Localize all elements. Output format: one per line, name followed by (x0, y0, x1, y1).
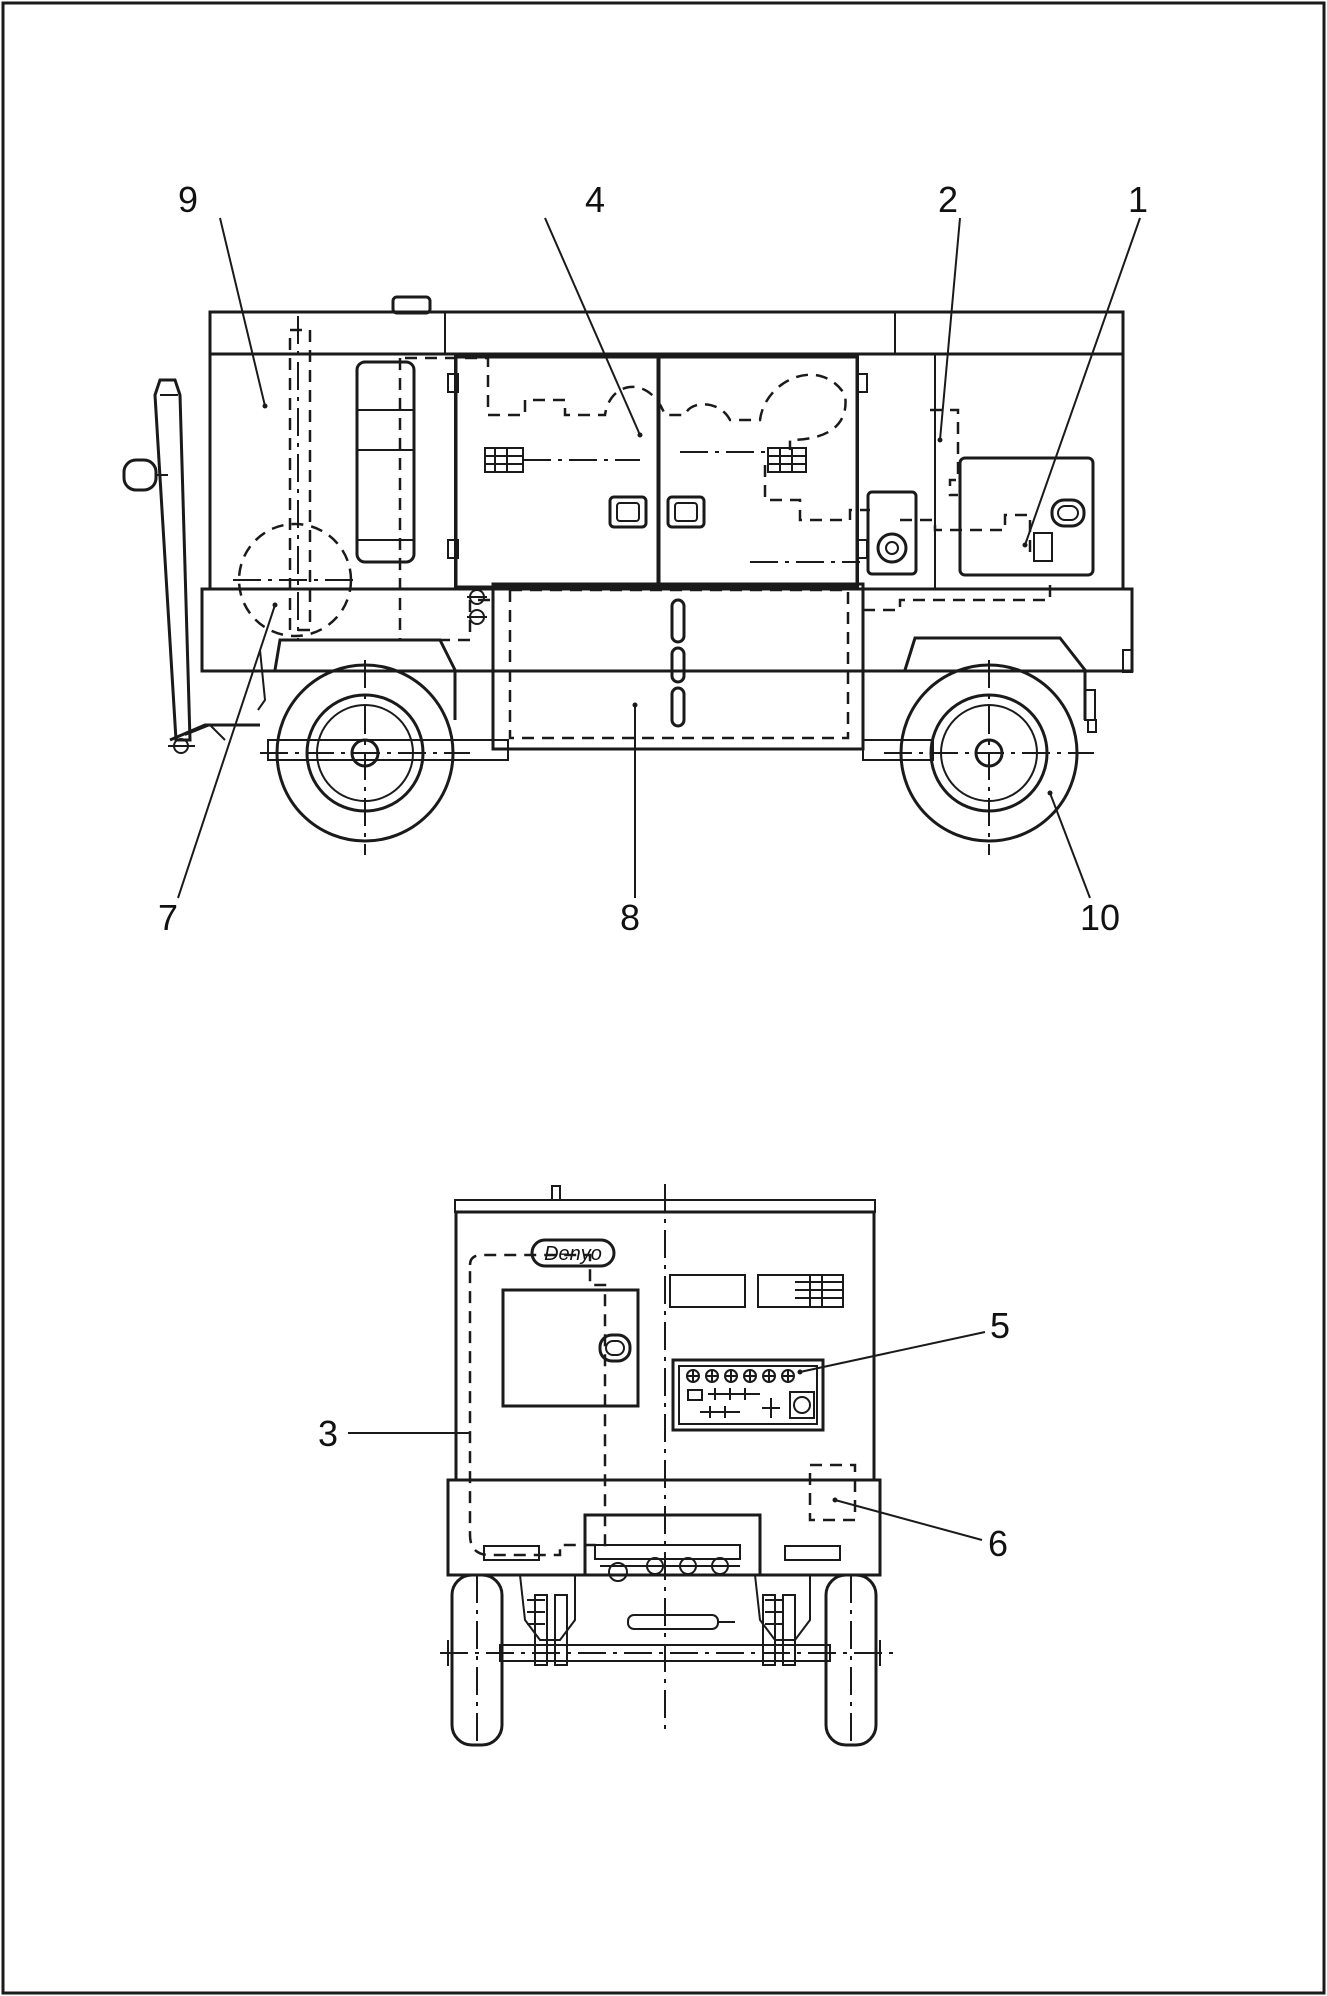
callout-8: 8 (620, 897, 640, 938)
control-panel (671, 1358, 825, 1432)
reflector-right (784, 1545, 841, 1561)
tow-ring (122, 458, 158, 492)
wheel-right (884, 660, 1094, 855)
door-handle-left (608, 495, 648, 529)
door-handle-right (666, 495, 706, 529)
callout-10: 10 (1080, 897, 1120, 938)
side-view (122, 295, 1134, 855)
battery-box-hidden (808, 1463, 857, 1522)
fender-right (903, 636, 1087, 720)
side-door-right (657, 355, 859, 589)
engine-outline-hidden (405, 356, 847, 450)
fender-left (273, 638, 457, 720)
callout-1: 1 (1128, 179, 1148, 220)
lifting-hook (391, 295, 432, 315)
callout-9: 9 (178, 179, 198, 220)
door-vent-right (767, 447, 807, 473)
inspection-panel-right (958, 456, 1095, 577)
callout-2: 2 (938, 179, 958, 220)
intake-louver (355, 360, 416, 564)
fuel-tank (491, 582, 865, 751)
base-frame (200, 587, 1134, 673)
nameplate-left (669, 1274, 746, 1308)
fuel-cap (866, 490, 918, 576)
callout-4: 4 (585, 179, 605, 220)
exhaust-pipe-hidden (288, 328, 312, 632)
side-enclosure (208, 352, 1125, 591)
front-base-frame (446, 1478, 882, 1577)
side-roof-band (208, 310, 1125, 356)
front-view: Denyo (440, 1184, 895, 1747)
tow-bar (153, 378, 192, 742)
callout-7: 7 (158, 897, 178, 938)
callout-5: 5 (990, 1305, 1010, 1346)
reflector-left (483, 1545, 540, 1561)
door-vent-left (484, 447, 524, 473)
tow-bracket (583, 1513, 762, 1575)
wheel-left (260, 660, 470, 855)
callout-3: 3 (318, 1413, 338, 1454)
denyo-logo (530, 1238, 616, 1268)
front-access-door (501, 1288, 640, 1408)
callout-6: 6 (988, 1523, 1008, 1564)
antenna-stub (551, 1185, 561, 1201)
